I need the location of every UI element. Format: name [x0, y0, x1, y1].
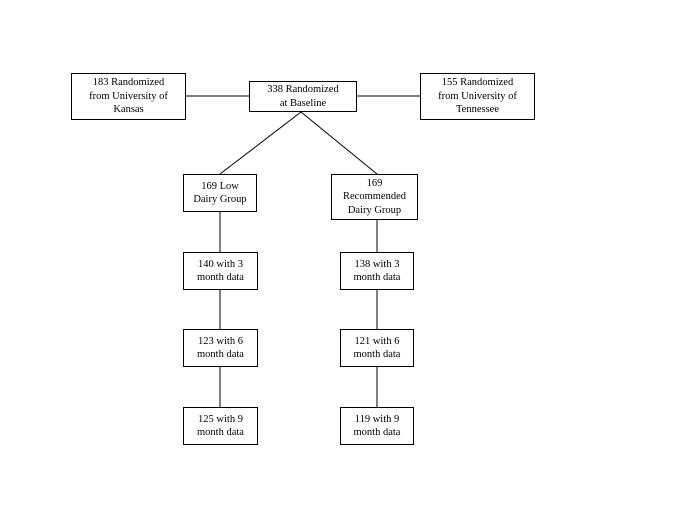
recommended-dairy-3-month-box: 138 with 3 month data [340, 252, 414, 290]
tennessee-line-1: 155 Randomized [441, 77, 514, 89]
low-dairy-3-month-box: 140 with 3 month data [183, 252, 258, 290]
rec-9mo-line-1: 119 with 9 [354, 413, 400, 425]
low-9mo-line-2: month data [197, 427, 244, 438]
rec-3mo-line-1: 138 with 3 [354, 258, 400, 270]
tennessee-line-3: Tennessee [456, 104, 499, 116]
kansas-line-3: Kansas [113, 104, 144, 116]
kansas-line-1: 183 Randomized [92, 77, 165, 89]
rec-3mo-line-2: month data [353, 272, 401, 283]
rec-6mo-line-2: month data [353, 349, 401, 360]
rec-9mo-line-2: month data [353, 427, 401, 438]
low-dairy-6-month-box: 123 with 6 month data [183, 329, 258, 367]
low-6mo-line-2: month data [197, 349, 244, 360]
kansas-line-2: from University of [89, 90, 168, 102]
connector-baseline-low-dairy [219, 111, 302, 175]
low-3mo-line-2: month data [197, 272, 244, 283]
recommended-dairy-group-box: 169 Recommended Dairy Group [331, 174, 418, 220]
low-3mo-line-1: 140 with 3 [198, 258, 243, 270]
rec-dairy-line-2: Recommended [343, 191, 406, 203]
rec-dairy-line-3: Dairy Group [347, 204, 402, 216]
rec-6mo-line-1: 121 with 6 [354, 335, 400, 347]
kansas-randomized-box: 183 Randomized from University of Kansas [71, 73, 186, 120]
low-dairy-9-month-box: 125 with 9 month data [183, 407, 258, 445]
low-dairy-line-1: 169 Low [201, 180, 239, 192]
recommended-dairy-9-month-box: 119 with 9 month data [340, 407, 414, 445]
baseline-randomized-box: 338 Randomized at Baseline [249, 81, 357, 112]
low-9mo-line-1: 125 with 9 [198, 413, 243, 425]
baseline-line-1: 338 Randomized [267, 84, 339, 95]
low-dairy-line-2: Dairy Group [193, 194, 247, 205]
rec-dairy-line-1: 169 [366, 177, 383, 189]
low-dairy-group-box: 169 Low Dairy Group [183, 174, 257, 212]
recommended-dairy-6-month-box: 121 with 6 month data [340, 329, 414, 367]
baseline-line-2: at Baseline [279, 97, 327, 109]
tennessee-line-2: from University of [438, 90, 517, 102]
low-6mo-line-1: 123 with 6 [198, 335, 243, 347]
tennessee-randomized-box: 155 Randomized from University of Tennes… [420, 73, 535, 120]
connector-baseline-recommended-dairy [300, 111, 378, 175]
